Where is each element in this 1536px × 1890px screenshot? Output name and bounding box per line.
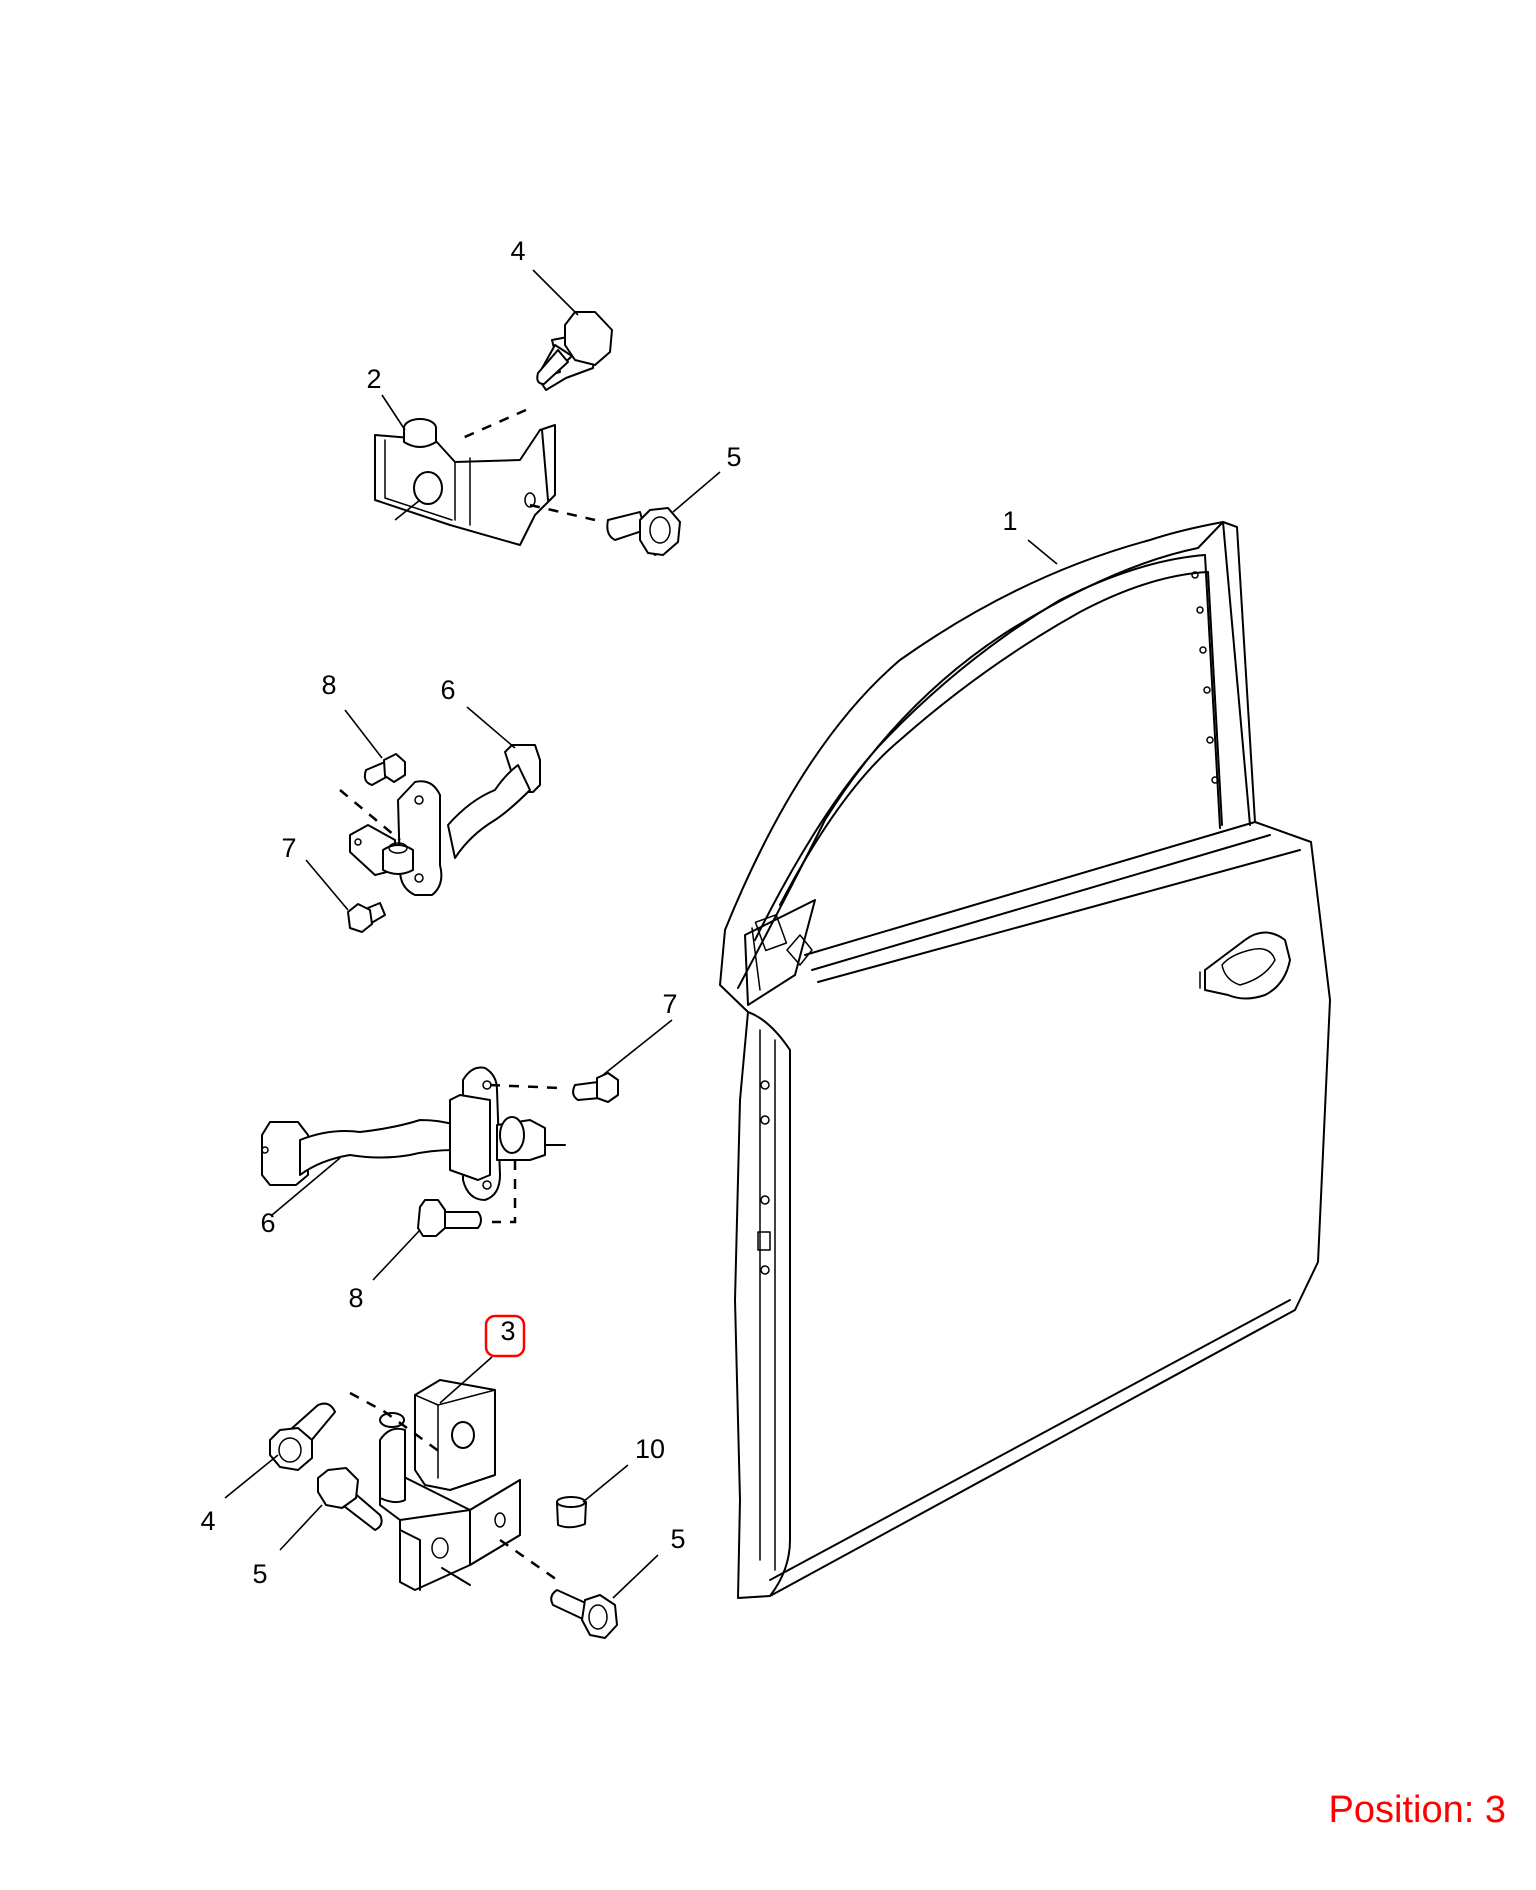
dash-line (339, 789, 401, 841)
callout-3[interactable]: 3 (500, 1316, 515, 1346)
callout-5-right[interactable]: 5 (670, 1524, 685, 1554)
bolt-7-lower[interactable] (572, 1072, 619, 1103)
callout-8-lower[interactable]: 8 (348, 1283, 363, 1313)
callout-7-lower[interactable]: 7 (662, 989, 677, 1019)
bolt-5-lower-left[interactable] (317, 1467, 383, 1531)
dash-line (349, 1391, 441, 1454)
lower-hinge[interactable] (379, 1379, 521, 1591)
callout-7-upper[interactable]: 7 (281, 833, 296, 863)
highlight-box (484, 1314, 526, 1358)
bolt-4-upper[interactable] (536, 311, 613, 391)
callout-5-top[interactable]: 5 (726, 442, 741, 472)
dash-line (492, 1160, 517, 1224)
callout-4-top[interactable]: 4 (510, 236, 525, 266)
callout-1[interactable]: 1 (1002, 506, 1017, 536)
callout-5-left[interactable]: 5 (252, 1559, 267, 1589)
bolt-4-lower[interactable] (269, 1402, 336, 1471)
callout-4-bottom[interactable]: 4 (200, 1506, 215, 1536)
bolt-7-upper[interactable] (347, 902, 386, 933)
dash-line (489, 1083, 561, 1090)
door-check-upper[interactable] (349, 744, 541, 896)
door-check-lower[interactable] (261, 1066, 566, 1201)
bolt-5-upper[interactable] (606, 507, 681, 556)
callout-10[interactable]: 10 (635, 1434, 665, 1464)
dash-line (499, 1538, 561, 1584)
bolt-5-lower-right[interactable] (550, 1589, 618, 1639)
door-shell[interactable] (719, 521, 1331, 1599)
leader-lines (224, 269, 1058, 1599)
callout-2[interactable]: 2 (366, 364, 381, 394)
callout-labels: 1 2 4 5 8 6 7 7 6 8 3 4 5 10 5 (200, 236, 1017, 1589)
callout-8-upper[interactable]: 8 (321, 670, 336, 700)
bolt-8-lower[interactable] (417, 1199, 482, 1237)
callout-6-lower[interactable]: 6 (260, 1208, 275, 1238)
upper-hinge[interactable] (374, 418, 556, 546)
position-label: Position: 3 (1328, 1789, 1506, 1831)
bolt-8-upper[interactable] (363, 753, 406, 786)
callout-6-upper[interactable]: 6 (440, 675, 455, 705)
dash-line (457, 408, 527, 442)
plug-10[interactable] (556, 1496, 587, 1529)
